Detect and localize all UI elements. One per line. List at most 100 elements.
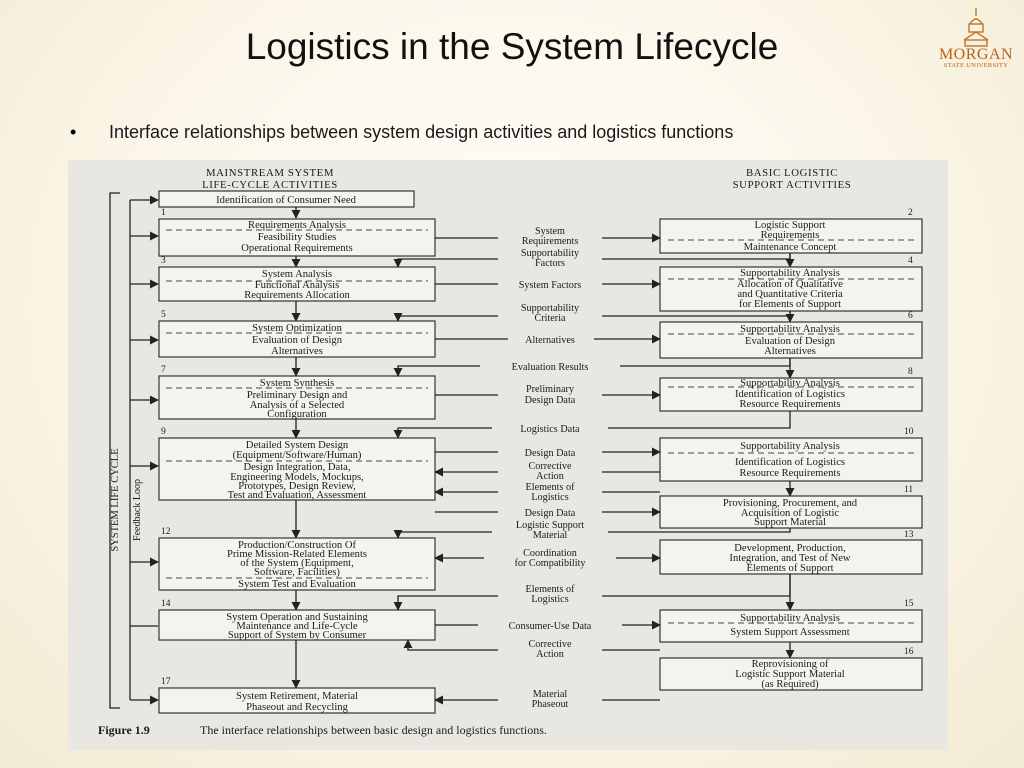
- left-box-7-num: 7: [161, 365, 166, 375]
- caption-text: The interface relationships between basi…: [200, 723, 547, 737]
- right-box-2-line-1: Logistic Support: [755, 220, 826, 231]
- left-box-5-line-1: System Optimization: [252, 323, 342, 334]
- left-box-17-num: 17: [161, 677, 171, 687]
- left-box-3-line-2: Functional Analysis: [255, 280, 339, 291]
- left-box-7-line-3: Analysis of a Selected: [250, 400, 345, 411]
- right-box-2-line-2: Requirements: [761, 230, 820, 241]
- flow-elements-of-logistics-1: Elements of Logistics: [434, 482, 660, 503]
- right-box-10: 10 Supportability Analysis Identificatio…: [659, 427, 923, 482]
- right-box-16-line-1: Reprovisioning of: [752, 659, 829, 670]
- left-box-3-num: 3: [161, 256, 166, 266]
- flow-4-line-1: Alternatives: [525, 335, 575, 346]
- right-box-13-line-1: Development, Production,: [734, 543, 846, 554]
- slide-title: Logistics in the System Lifecycle: [245, 26, 779, 67]
- flow-design-data-1: Design Data: [435, 447, 661, 459]
- left-box-3: 3 System Analysis Functional Analysis Re…: [158, 256, 436, 302]
- feedback-label: Feedback Loop: [132, 479, 143, 541]
- right-box-16-num: 16: [904, 647, 914, 657]
- left-box-5-line-3: Alternatives: [271, 346, 323, 357]
- flow-supportability-factors: Supportability Factors: [393, 248, 791, 269]
- right-box-16-line-3: (as Required): [761, 679, 819, 690]
- left-box-14-line-1: System Operation and Sustaining: [226, 612, 368, 623]
- left-box-1-line-1: Requirements Analysis: [248, 220, 346, 231]
- left-box-1-num: 1: [161, 208, 166, 218]
- right-box-10-num: 10: [904, 427, 914, 437]
- right-box-15-line-1: Supportability Analysis: [740, 613, 840, 624]
- right-box-8-line-3: Resource Requirements: [740, 399, 841, 410]
- right-box-4: 4 Supportability Analysis Allocation of …: [659, 256, 923, 312]
- flow-10-line-1: Elements of: [526, 482, 576, 493]
- right-box-15: 15 Supportability Analysis System Suppor…: [659, 599, 923, 643]
- flow-consumer-use-data: Consumer-Use Data: [435, 620, 661, 632]
- right-box-6-num: 6: [908, 311, 913, 321]
- flow-3-line-1: Supportability: [521, 303, 580, 314]
- right-box-2-line-3: Maintenance Concept: [744, 242, 837, 253]
- right-box-8-num: 8: [908, 367, 913, 377]
- left-header-line-1: MAINSTREAM SYSTEM: [206, 167, 334, 179]
- left-header-line-2: LIFE-CYCLE ACTIVITIES: [202, 179, 338, 191]
- flow-design-data-2: Design Data: [435, 507, 661, 519]
- right-box-4-line-3: and Quantitative Criteria: [737, 289, 843, 300]
- right-box-11-line-3: Support Material: [754, 517, 826, 528]
- left-box-12-num: 12: [161, 527, 171, 537]
- left-box-9-line-3: Design Integration, Data,: [243, 462, 350, 473]
- flow-9-line-1: Corrective: [529, 461, 572, 472]
- flow-14-line-1: Elements of: [526, 584, 576, 595]
- left-box-14: 14 System Operation and Sustaining Maint…: [158, 599, 436, 641]
- flow-logistics-data: Logistics Data: [393, 411, 791, 439]
- left-box-17: 17 System Retirement, Material Phaseout …: [158, 677, 436, 714]
- right-box-16-line-2: Logistic Support Material: [735, 669, 845, 680]
- left-box-9-line-5: Prototypes, Design Review,: [238, 481, 356, 492]
- left-box-7-line-2: Preliminary Design and: [247, 390, 348, 401]
- flow-1-line-1: Supportability: [521, 248, 580, 259]
- right-box-15-line-2: System Support Assessment: [730, 627, 850, 638]
- left-box-12-line-1: Production/Construction Of: [238, 540, 356, 551]
- flow-corrective-action-2: Corrective Action: [403, 639, 660, 660]
- left-box-12: 12 Production/Construction Of Prime Miss…: [158, 527, 436, 591]
- flow-11-line-1: Design Data: [525, 508, 576, 519]
- flow-evaluation-results: Evaluation Results: [393, 358, 791, 377]
- right-box-4-line-2: Allocation of Qualitative: [737, 279, 843, 290]
- left-box-12-line-3: of the System (Equipment,: [240, 558, 354, 569]
- flow-9-line-2: Action: [536, 471, 564, 482]
- right-box-13-num: 13: [904, 530, 914, 540]
- right-box-16: 16 Reprovisioning of Logistic Support Ma…: [659, 647, 923, 691]
- right-box-15-num: 15: [904, 599, 914, 609]
- flow-12-line-1: Logistic Support: [516, 520, 584, 531]
- left-box-7-line-4: Configuration: [267, 409, 327, 420]
- flow-17-line-2: Phaseout: [532, 699, 569, 710]
- flow-16-line-2: Action: [536, 649, 564, 660]
- flow-elements-of-logistics-2: Elements of Logistics: [393, 574, 791, 611]
- flow-15-line-1: Consumer-Use Data: [509, 621, 592, 632]
- flow-preliminary-design-data: Preliminary Design Data: [435, 384, 661, 406]
- left-box-9-line-6: Test and Evaluation, Assessment: [228, 490, 367, 501]
- flow-material-phaseout: Material Phaseout: [434, 689, 660, 710]
- left-box-17-line-2: Phaseout and Recycling: [246, 702, 348, 713]
- right-box-8: 8 Supportability Analysis Identification…: [659, 367, 923, 412]
- right-box-4-line-1: Supportability Analysis: [740, 268, 840, 279]
- flow-8-line-1: Design Data: [525, 448, 576, 459]
- left-box-9-line-1: Detailed System Design: [246, 440, 349, 451]
- right-box-6-line-2: Evaluation of Design: [745, 336, 836, 347]
- university-logo: [963, 8, 989, 47]
- right-box-11-num: 11: [904, 485, 913, 495]
- logo-subtitle: STATE UNIVERSITY: [943, 62, 1009, 69]
- bullet-text: Interface relationships between system d…: [109, 122, 734, 142]
- flow-6-line-1: Preliminary: [526, 384, 575, 395]
- left-box-1: 1 Requirements Analysis Feasibility Stud…: [158, 208, 436, 257]
- left-box-9-line-4: Engineering Models, Mockups,: [230, 472, 364, 483]
- right-box-2: 2 Logistic Support Requirements Maintena…: [659, 208, 923, 254]
- right-box-2-num: 2: [908, 208, 913, 218]
- flow-13-line-1: Coordination: [523, 548, 577, 559]
- flow-5-line-1: Evaluation Results: [512, 362, 589, 373]
- right-box-13-line-3: Elements of Support: [746, 563, 833, 574]
- flow-system-factors: System Factors: [435, 279, 661, 291]
- flow-2-line-1: System Factors: [519, 280, 582, 291]
- flow-13-line-2: for Compatibility: [514, 558, 586, 569]
- right-header-line-2: SUPPORT ACTIVITIES: [733, 179, 852, 191]
- right-box-4-line-4: for Elements of Support: [739, 299, 841, 310]
- right-box-10-line-3: Resource Requirements: [740, 468, 841, 479]
- right-box-6: 6 Supportability Analysis Evaluation of …: [659, 311, 923, 359]
- logo-name: MORGAN: [938, 46, 1014, 63]
- left-box-7: 7 System Synthesis Preliminary Design an…: [158, 365, 436, 420]
